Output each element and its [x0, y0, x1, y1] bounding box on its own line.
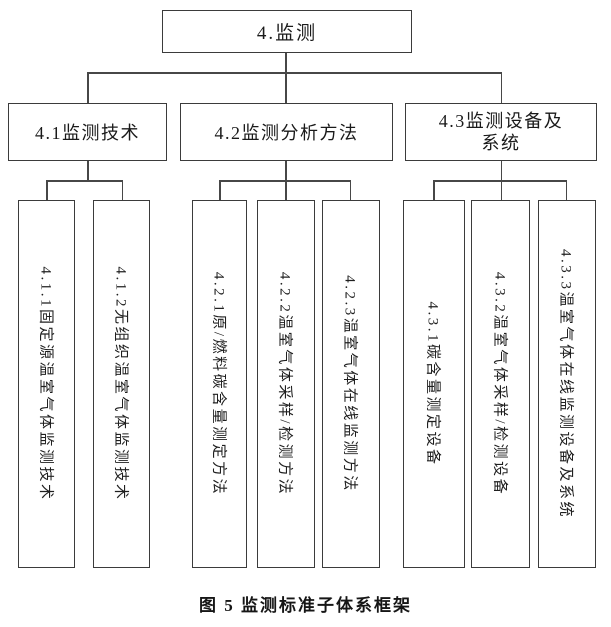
node-4-3-monitoring-equipment-systems: 4.3监测设备及 系统	[405, 103, 597, 161]
connector-line	[433, 180, 435, 200]
connector-line	[219, 180, 221, 200]
node-4-2-3: 4.2.3温室气体在线监测方法	[322, 200, 380, 568]
connector-line	[87, 159, 89, 180]
connector-line	[121, 180, 123, 200]
node-label: 4.1监测技术	[35, 123, 140, 143]
node-label: 4.2监测分析方法	[214, 123, 359, 143]
node-4-3-2: 4.3.2温室气体采样/检测设备	[471, 200, 530, 568]
node-4-1-2: 4.1.2无组织温室气体监测技术	[93, 200, 150, 568]
connector-line	[433, 180, 567, 182]
node-label: 4.监测	[256, 23, 318, 44]
node-root-monitoring: 4.监测	[162, 10, 412, 53]
node-label: 4.2.3温室气体在线监测方法	[341, 275, 358, 493]
node-4-2-monitoring-analysis-methods: 4.2监测分析方法	[180, 103, 393, 161]
connector-line	[285, 53, 287, 103]
node-label: 4.3监测设备及 系统	[438, 110, 564, 154]
connector-line	[565, 180, 567, 200]
connector-line	[500, 72, 502, 103]
connector-line	[87, 72, 89, 103]
node-4-2-2: 4.2.2温室气体采样/检测方法	[257, 200, 315, 568]
connector-line	[219, 180, 351, 182]
node-label: 4.1.2无组织温室气体监测技术	[112, 266, 128, 502]
node-label: 4.1.1固定源温室气体监测技术	[37, 266, 53, 502]
node-label: 4.3.3温室气体在线监测设备及系统	[557, 248, 574, 520]
connector-line	[87, 72, 502, 74]
node-4-1-monitoring-technology: 4.1监测技术	[8, 103, 167, 161]
node-4-3-1: 4.3.1碳含量测定设备	[403, 200, 465, 568]
figure-caption: 图 5 监测标准子体系框架	[199, 596, 412, 615]
connector-line	[46, 180, 48, 200]
node-label: 4.3.1碳含量测定设备	[424, 301, 441, 467]
node-label: 4.2.2温室气体采样/检测方法	[276, 271, 293, 497]
node-label: 4.3.2温室气体采样/检测设备	[491, 271, 507, 497]
node-4-2-1: 4.2.1原/燃料碳含量测定方法	[192, 200, 247, 568]
node-4-3-3: 4.3.3温室气体在线监测设备及系统	[538, 200, 596, 568]
node-4-1-1: 4.1.1固定源温室气体监测技术	[18, 200, 75, 568]
node-label: 4.2.1原/燃料碳含量测定方法	[210, 271, 226, 497]
connector-line	[46, 180, 123, 182]
connector-line	[349, 180, 351, 200]
connector-line	[285, 159, 287, 200]
